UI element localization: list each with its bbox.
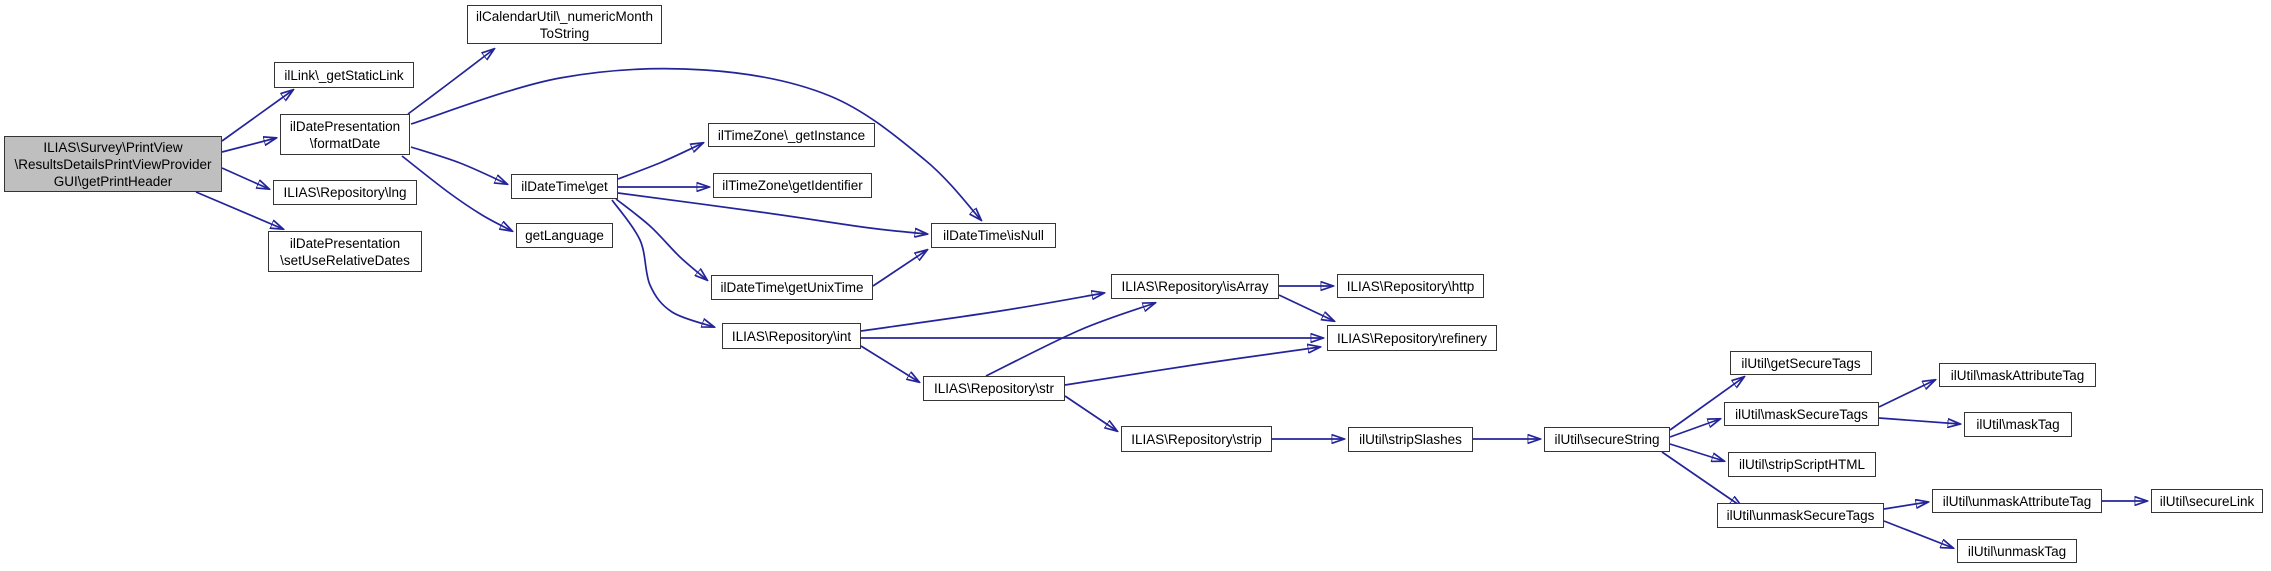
node-lng[interactable]: ILIAS\Repository\lng [273, 180, 417, 205]
node-getUnixTime[interactable]: ilDateTime\getUnixTime [711, 275, 873, 300]
edge-formatDate-to-get [410, 146, 507, 184]
node-setUseRelativeDates[interactable]: ilDatePresentation\setUseRelativeDates [268, 231, 422, 272]
node-label: ilUtil\secureString [1554, 432, 1660, 447]
node-get[interactable]: ilDateTime\get [511, 174, 618, 199]
node-label: ILIAS\Repository\strip [1131, 431, 1262, 447]
edge-getPrintHeader-to-lng [221, 167, 269, 189]
node-unmaskSecureTags[interactable]: ilUtil\unmaskSecureTags [1717, 503, 1884, 528]
node-isNull[interactable]: ilDateTime\isNull [931, 223, 1056, 248]
node-secureString[interactable]: ilUtil\secureString [1544, 427, 1670, 452]
node-getSecureTags[interactable]: ilUtil\getSecureTags [1730, 351, 1872, 375]
edge-int-to-str [860, 345, 919, 382]
node-label: ilUtil\unmaskAttributeTag [1942, 493, 2092, 509]
edge-isArray-to-refinery [1278, 294, 1334, 321]
edge-formatDate-to-isNull [410, 67, 981, 220]
edge-maskSecureTags-to-maskTag [1878, 417, 1960, 424]
node-label: ilUtil\unmaskTag [1967, 543, 2067, 559]
node-getIdentifier[interactable]: ilTimeZone\getIdentifier [713, 173, 872, 198]
edge-str-to-strip [1064, 395, 1117, 431]
edge-unmaskSecureTags-to-unmaskAttributeTag [1883, 502, 1928, 510]
edge-getUnixTime-to-isNull [872, 250, 927, 287]
node-label: ilUtil\unmaskSecureTags [1726, 508, 1875, 523]
node-label: ilUtil\maskTag [1976, 417, 2060, 432]
node-label: \ResultsDetailsPrintViewProvider [14, 156, 212, 172]
edge-get-to-isNull [617, 192, 927, 234]
node-isArray[interactable]: ILIAS\Repository\isArray [1111, 274, 1279, 299]
edge-str-to-refinery [1064, 347, 1320, 386]
edge-layer [195, 49, 2147, 548]
node-label: GUI\getPrintHeader [53, 173, 173, 189]
node-label: ILIAS\Repository\isArray [1121, 279, 1269, 294]
node-label: ilUtil\maskSecureTags [1735, 406, 1868, 422]
node-label: ilDatePresentation [289, 235, 401, 251]
edge-secureString-to-getSecureTags [1669, 377, 1744, 431]
node-label: ILIAS\Survey\PrintView [43, 139, 183, 155]
edge-formatDate-to-getLanguage [401, 155, 512, 231]
node-label: ilUtil\secureLink [2159, 493, 2255, 509]
node-http[interactable]: ILIAS\Repository\http [1337, 274, 1484, 298]
node-label: ilLink\_getStaticLink [284, 67, 404, 83]
edge-int-to-isArray [860, 293, 1104, 332]
node-label: ilUtil\maskAttributeTag [1950, 367, 2085, 383]
node-label: \setUseRelativeDates [280, 252, 410, 268]
node-maskAttributeTag[interactable]: ilUtil\maskAttributeTag [1939, 363, 2096, 387]
edge-getPrintHeader-to-getStaticLink [221, 90, 293, 142]
node-strip[interactable]: ILIAS\Repository\strip [1121, 426, 1272, 452]
node-label: ilDateTime\isNull [943, 228, 1044, 243]
node-stripSlashes[interactable]: ilUtil\stripSlashes [1348, 427, 1473, 452]
edge-get-to-getInstance [617, 143, 703, 180]
node-label: ilUtil\stripScriptHTML [1738, 457, 1865, 472]
node-str[interactable]: ILIAS\Repository\str [923, 376, 1065, 401]
edge-getPrintHeader-to-formatDate [221, 138, 276, 153]
node-label: ILIAS\Repository\http [1346, 278, 1475, 294]
node-label: \formatDate [309, 135, 381, 151]
edge-get-to-int [611, 199, 714, 327]
node-maskSecureTags[interactable]: ilUtil\maskSecureTags [1724, 402, 1879, 426]
edge-secureString-to-stripScriptHTML [1669, 443, 1724, 461]
node-label: ilDateTime\getUnixTime [720, 280, 864, 295]
edge-maskSecureTags-to-maskAttributeTag [1878, 380, 1935, 408]
node-refinery[interactable]: ILIAS\Repository\refinery [1327, 325, 1497, 351]
node-label: ilUtil\stripSlashes [1359, 432, 1462, 447]
node-secureLink[interactable]: ilUtil\secureLink [2151, 489, 2263, 513]
node-label: ILIAS\Repository\refinery [1336, 330, 1488, 346]
node-label: ILIAS\Repository\str [933, 381, 1055, 396]
edge-str-to-isArray [985, 303, 1155, 377]
node-label: ilDatePresentation [289, 118, 401, 134]
node-label: ILIAS\Repository\int [731, 328, 852, 344]
node-unmaskTag[interactable]: ilUtil\unmaskTag [1957, 539, 2077, 563]
node-label: ilCalendarUtil\_numericMonth [475, 8, 654, 24]
edge-getPrintHeader-to-setUseRelativeDates [195, 191, 283, 229]
edge-secureString-to-unmaskSecureTags [1661, 451, 1742, 507]
node-label: ilTimeZone\getIdentifier [722, 178, 863, 193]
node-maskTag[interactable]: ilUtil\maskTag [1964, 412, 2072, 437]
node-getStaticLink[interactable]: ilLink\_getStaticLink [274, 62, 414, 88]
node-getInstance[interactable]: ilTimeZone\_getInstance [708, 123, 875, 147]
edge-get-to-getUnixTime [615, 198, 707, 280]
edge-formatDate-to-numericMonthToString [407, 49, 494, 115]
node-formatDate[interactable]: ilDatePresentation\formatDate [280, 114, 410, 155]
node-label: getLanguage [525, 228, 604, 243]
edge-secureString-to-maskSecureTags [1669, 419, 1720, 438]
edge-unmaskSecureTags-to-unmaskTag [1883, 520, 1953, 548]
node-label: ToString [539, 25, 590, 41]
node-getLanguage[interactable]: getLanguage [516, 223, 613, 248]
node-stripScriptHTML[interactable]: ilUtil\stripScriptHTML [1728, 452, 1876, 477]
node-int[interactable]: ILIAS\Repository\int [722, 323, 861, 349]
node-getPrintHeader[interactable]: ILIAS\Survey\PrintView\ResultsDetailsPri… [4, 136, 222, 192]
node-label: ilTimeZone\_getInstance [717, 127, 866, 143]
node-label: ilDateTime\get [521, 179, 608, 194]
node-unmaskAttributeTag[interactable]: ilUtil\unmaskAttributeTag [1932, 489, 2102, 513]
node-label: ilUtil\getSecureTags [1741, 355, 1861, 371]
node-label: ILIAS\Repository\lng [283, 185, 407, 200]
